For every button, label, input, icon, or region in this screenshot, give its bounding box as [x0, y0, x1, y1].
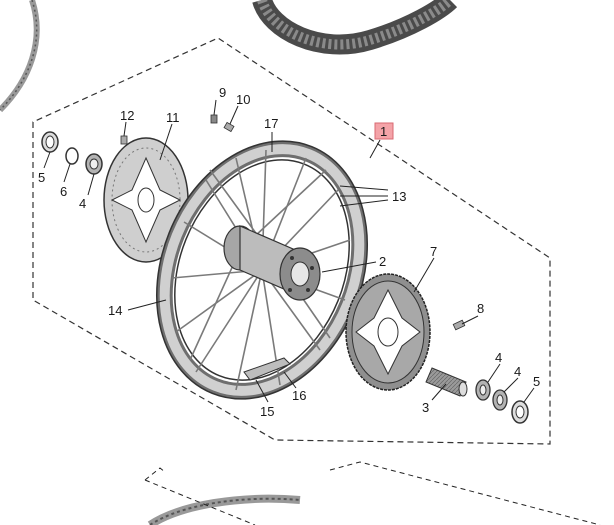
callout-12: 12	[120, 108, 134, 123]
callout-9: 9	[219, 85, 226, 100]
brake-disc	[103, 137, 189, 263]
rim-lock	[243, 357, 291, 381]
bearing-right-2	[492, 389, 508, 411]
callout-7: 7	[430, 244, 437, 259]
chain-segment-left	[0, 0, 40, 113]
wheel-rim	[155, 140, 369, 400]
callout-14: 14	[108, 303, 122, 318]
callout-1-highlight	[374, 122, 394, 140]
bearing-right-1	[475, 379, 491, 401]
callout-16: 16	[292, 388, 306, 403]
oil-seal-right	[511, 400, 529, 424]
sprocket-bolt	[452, 319, 466, 331]
callout-6: 6	[60, 184, 67, 199]
callout-3: 3	[422, 400, 429, 415]
disc-bolt	[120, 135, 128, 145]
callout-10: 10	[236, 92, 250, 107]
circlip	[65, 147, 79, 165]
callout-1: 1	[380, 124, 387, 139]
callout-8: 8	[477, 301, 484, 316]
rear-sprocket	[345, 273, 431, 391]
callout-11: 11	[166, 110, 180, 125]
oil-seal-left	[41, 131, 59, 153]
leader-lines	[43, 99, 535, 403]
callout-4-right-1: 4	[495, 350, 502, 365]
nipple-10	[223, 121, 235, 133]
assembly-boundary	[32, 37, 551, 445]
callout-4-left: 4	[79, 196, 86, 211]
lower-assembly-outline	[144, 461, 601, 525]
callout-5-left: 5	[38, 170, 45, 185]
callout-15: 15	[260, 404, 274, 419]
chain-segment-bottom	[147, 494, 301, 525]
callout-2: 2	[379, 254, 386, 269]
bearing-left	[85, 153, 103, 175]
callout-13: 13	[392, 189, 406, 204]
tire-partial	[252, 0, 458, 55]
bolt-9	[210, 114, 218, 124]
wheel-hub	[223, 225, 321, 301]
collar	[425, 367, 468, 397]
callout-17: 17	[264, 116, 278, 131]
callout-4-right-2: 4	[514, 364, 521, 379]
callout-5-right: 5	[533, 374, 540, 389]
